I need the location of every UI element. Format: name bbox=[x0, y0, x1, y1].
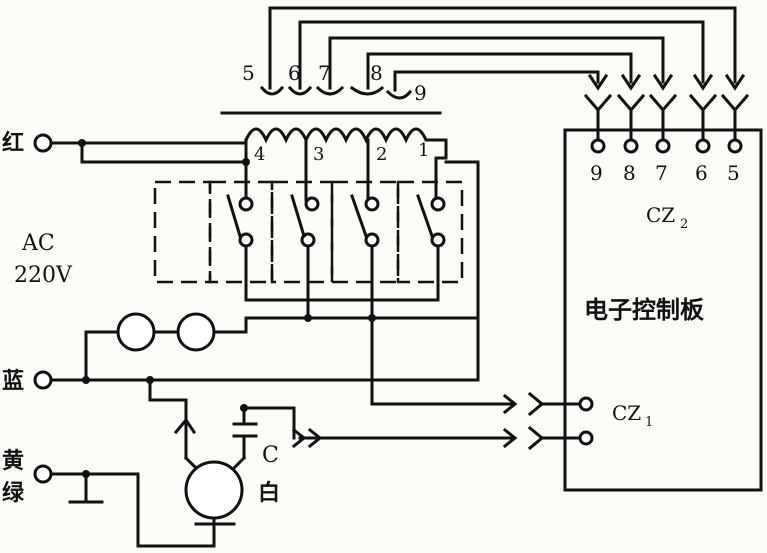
control-board bbox=[563, 128, 763, 492]
cz2-pin-number: 6 bbox=[695, 161, 708, 185]
label-voltage: 220V bbox=[14, 263, 73, 288]
cz2-pin-terminals bbox=[590, 138, 743, 154]
label-green: 绿 bbox=[2, 480, 25, 506]
label-red: 红 bbox=[2, 130, 24, 156]
label-white: 白 bbox=[258, 480, 280, 506]
connector-number: 7 bbox=[318, 61, 331, 85]
cz2-pin-number: 8 bbox=[623, 161, 636, 185]
cz2-arrowheads bbox=[583, 73, 750, 140]
tap-number: 4 bbox=[254, 144, 265, 165]
connector-number: 9 bbox=[414, 81, 427, 105]
blue-terminal bbox=[33, 370, 53, 390]
tap-number: 2 bbox=[376, 144, 387, 165]
connector-number: 6 bbox=[288, 61, 301, 85]
label-cz2: CZ bbox=[646, 203, 675, 227]
cz2-pin-number: 7 bbox=[655, 161, 668, 185]
lamp-right bbox=[176, 312, 216, 352]
harness-wires bbox=[259, 6, 737, 100]
label-cz2-sub: 2 bbox=[680, 217, 688, 232]
tap-number: 1 bbox=[418, 140, 429, 161]
label-cz1-sub: 1 bbox=[645, 415, 653, 430]
label-blue: 蓝 bbox=[2, 369, 24, 394]
label-yellow: 黄 bbox=[2, 449, 24, 474]
motor bbox=[184, 460, 244, 520]
label-cz1: CZ bbox=[612, 401, 641, 425]
connector-number: 5 bbox=[242, 61, 255, 85]
tap-number: 3 bbox=[313, 144, 324, 165]
cz2-pin-number: 5 bbox=[727, 161, 740, 185]
red-terminal bbox=[33, 133, 53, 153]
lamp-left bbox=[116, 312, 156, 352]
label-control-board: 电子控制板 bbox=[584, 296, 705, 324]
switch-bank bbox=[153, 180, 464, 322]
ground-terminal bbox=[33, 464, 53, 484]
tapped-winding bbox=[244, 127, 448, 144]
cz2-pin-number: 9 bbox=[590, 161, 603, 185]
label-capacitor: C bbox=[262, 443, 279, 468]
connector-number: 8 bbox=[370, 61, 383, 85]
label-ac: AC bbox=[21, 231, 55, 256]
